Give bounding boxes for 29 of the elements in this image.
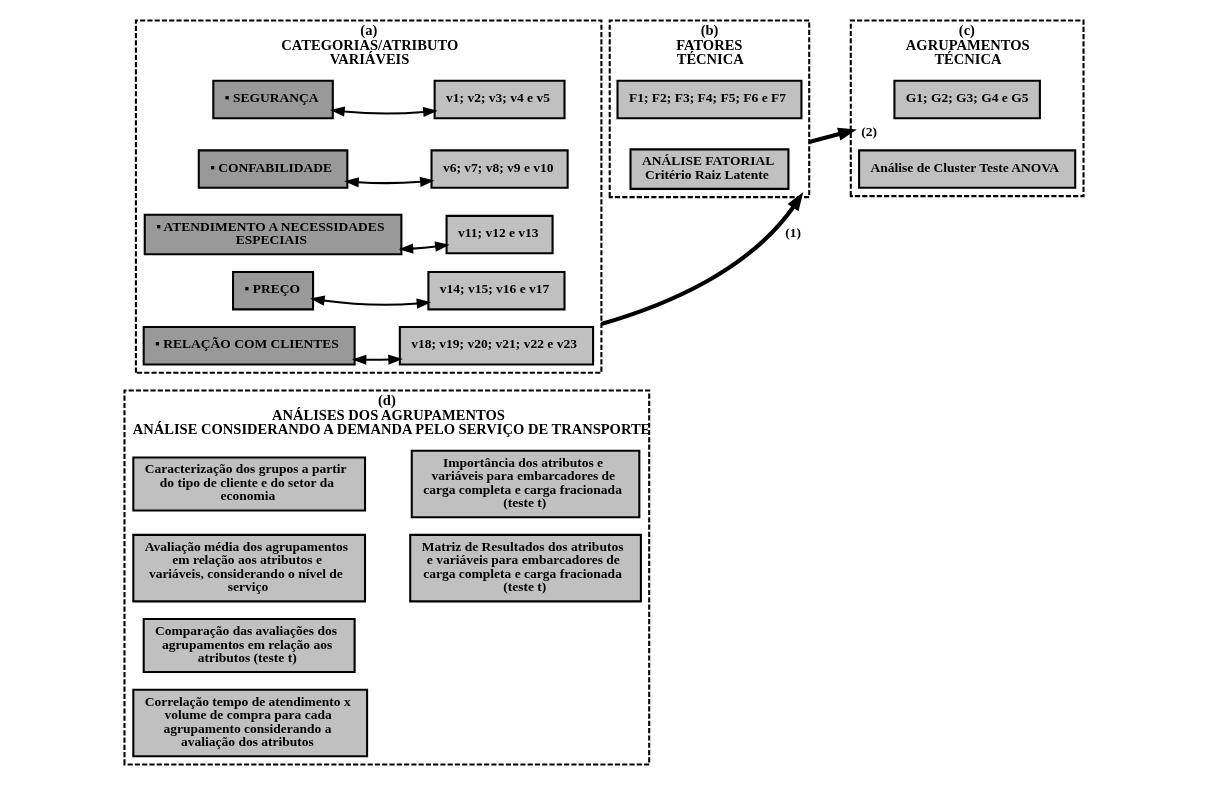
node-box: Matriz de Resultados dos atributos e variáveis para embarcadores de carga completa e carga fracionada (teste t)	[409, 533, 642, 603]
arrow	[344, 176, 435, 188]
node-box: ▪ SEGURANÇA	[212, 79, 334, 120]
arrow	[600, 191, 804, 326]
node-box: v14; v15; v16 e v17	[427, 270, 566, 311]
node-box: Correlação tempo de atendimento x volume de compra para cada agrupamento considerando a avaliação dos atributos	[132, 688, 369, 758]
node-box: Importância dos atributos e variáveis para embarcadores de carga completa e carga fracionada (teste t)	[410, 449, 641, 519]
node-box: v11; v12 e v13	[445, 214, 554, 255]
node-box: ANÁLISE FATORIAL Critério Raiz Latente	[629, 148, 790, 190]
node-box: ▪ ATENDIMENTO A NECESSIDADES ESPECIAIS	[143, 213, 403, 256]
node-box: G1; G2; G3; G4 e G5	[893, 79, 1041, 120]
node-box: ▪ CONFABILIDADE	[197, 149, 349, 189]
arrow	[310, 295, 432, 309]
node-box: Comparação das avaliações dos agrupamentos em relação aos atributos (teste t)	[142, 618, 356, 674]
arrow	[808, 127, 857, 144]
edge-label: (1)	[785, 225, 802, 241]
node-box: v18; v19; v20; v21; v22 e v23	[398, 326, 595, 366]
node-box: F1; F2; F3; F4; F5; F6 e F7	[616, 79, 803, 120]
node-box: ▪ RELAÇÃO COM CLIENTES	[142, 326, 356, 366]
node-box: Análise de Cluster Teste ANOVA	[858, 149, 1077, 189]
node-box: Avaliação média dos agrupamentos em relação aos atributos e variáveis, considerando o nível de serviço	[132, 533, 367, 603]
node-box: v6; v7; v8; v9 e v10	[430, 149, 569, 189]
arrow	[330, 106, 438, 118]
node-box: v1; v2; v3; v4 e v5	[433, 79, 566, 120]
arrow	[351, 354, 403, 365]
node-box: ▪ PREÇO	[232, 270, 315, 311]
arrow	[398, 241, 450, 254]
node-box: Caracterização dos grupos a partir do tipo de cliente e do setor da economia	[132, 456, 367, 512]
edge-label: (2)	[861, 124, 877, 140]
